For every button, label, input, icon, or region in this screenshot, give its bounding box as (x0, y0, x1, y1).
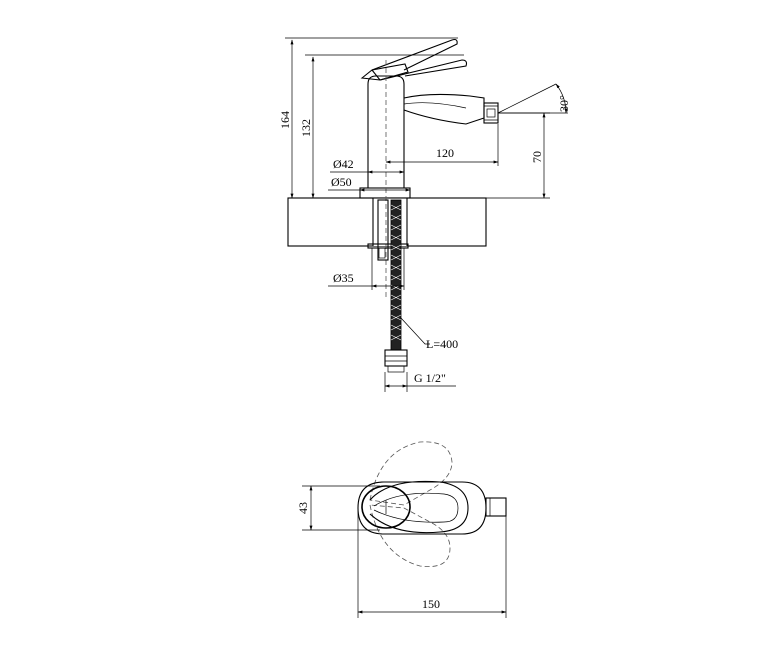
mounting-shank (367, 199, 409, 261)
dim-hose-length-label: L=400 (426, 337, 458, 351)
dim-reach: 120 (385, 124, 499, 166)
dim-dia-body-label: Ø42 (333, 157, 354, 171)
dim-dia-shank: Ø35 (328, 248, 405, 290)
dim-height-total-label: 164 (278, 111, 292, 129)
dim-thread-label: G 1/2" (414, 371, 446, 385)
dim-angle-label: 30° (557, 95, 571, 112)
dim-angle: 30° (497, 83, 571, 114)
dim-depth-label: 43 (296, 502, 310, 514)
dim-dia-base-label: Ø50 (331, 175, 352, 189)
dim-height-spout-label: 132 (299, 119, 313, 137)
dim-reach-label: 120 (436, 146, 454, 160)
lever-rotation-ghosts (369, 441, 453, 567)
top-view: 43 150 (296, 441, 507, 618)
dim-height-spout: 132 (299, 54, 464, 199)
faucet-body (359, 38, 499, 300)
faucet-top-outline (357, 480, 507, 535)
flexible-hose (384, 199, 408, 373)
dim-dia-base: Ø50 (328, 175, 411, 192)
dim-hose-length: L=400 (400, 317, 458, 351)
dim-dia-body: Ø42 (330, 157, 405, 174)
side-view: 164 132 Ø42 120 Ø50 (278, 37, 571, 392)
dim-height-total: 164 (278, 37, 458, 199)
dim-length: 150 (357, 508, 507, 618)
countertop (287, 197, 487, 247)
dim-spout-height-label: 70 (530, 151, 544, 163)
dim-depth: 43 (296, 485, 380, 531)
dim-spout-height: 70 (486, 112, 550, 199)
dim-thread: G 1/2" (384, 371, 456, 392)
dim-length-label: 150 (422, 597, 440, 611)
dim-dia-shank-label: Ø35 (333, 271, 354, 285)
